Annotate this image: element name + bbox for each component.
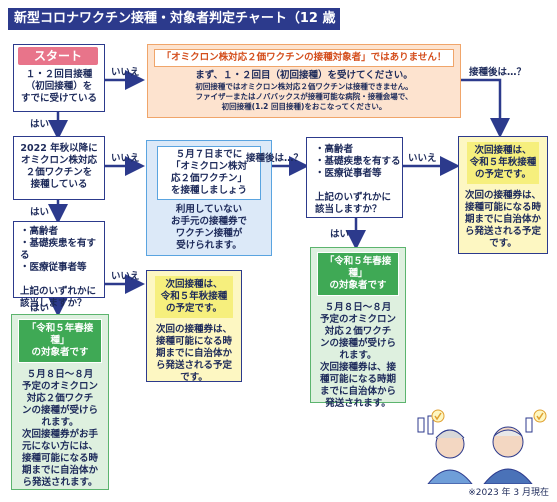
- question-4-box: ・高齢者 ・基礎疾患を有する ・医療従事者等 上記のいずれかに 該当しますか？: [306, 137, 403, 218]
- label-yes-3: はい: [30, 303, 50, 314]
- footnote: ※2023 年 3 月現在: [468, 488, 549, 498]
- spring-target-box-right: 「令和５年春接種」 の対象者です ５月８日～８月 予定のオミクロン 対応２価ワク…: [310, 247, 406, 409]
- spring-target-body-right: ５月８日～８月 予定のオミクロン 対応２価ワクチ ンの接種が受けら れます。 次…: [319, 302, 396, 409]
- start-label: スタート: [18, 47, 98, 65]
- spring-target-box-left: 「令和５年春接種」 の対象者です ５月８日～８月 予定のオミクロン 対応２価ワク…: [11, 314, 109, 490]
- vaccine-vial-icon: [417, 415, 533, 435]
- label-yes-2: はい: [30, 207, 50, 218]
- next-autumn-header-right: 次回接種は、 令和５年秋接種 の予定です。: [467, 142, 539, 184]
- label-yes-4: はい: [330, 229, 350, 240]
- spring-target-body-left: ５月８日～８月 予定のオミクロン 対応２価ワクチ ンの接種が受けら れます。 次…: [21, 369, 98, 488]
- vaccinate-by-may7-body: 利用していない お手元の接種券で ワクチン接種が 受けられます。: [170, 204, 247, 251]
- not-eligible-line2: 初回接種ではオミクロン株対応２価ワクチンは接種できません。 ファイザーまたはノバ…: [195, 82, 413, 111]
- not-eligible-box: 「オミクロン株対応２価ワクチンの接種対象者」ではありません！ まず、１・２回目（…: [147, 44, 461, 118]
- label-no-4: いいえ: [408, 153, 437, 164]
- label-no-2: いいえ: [111, 153, 140, 164]
- spring-target-header-left: 「令和５年春接種」 の対象者です: [18, 319, 102, 363]
- label-yes-1: はい: [30, 119, 50, 130]
- not-eligible-header: 「オミクロン株対応２価ワクチンの接種対象者」ではありません！: [154, 49, 454, 67]
- question-3-box: ・高齢者 ・基礎疾患を有する ・医療従事者等 上記のいずれかに 該当しますか？: [13, 221, 105, 309]
- next-autumn-body-right: 次回の接種券は、 接種可能になる時 期までに自治体か ら発送される予定 です。: [464, 190, 541, 249]
- elderly-woman-figure: [427, 429, 473, 484]
- next-autumn-body-mid: 次回の接種券は、 接種可能になる時 期までに自治体か ら発送される予定 です。: [155, 324, 232, 383]
- spring-target-header-right: 「令和５年春接種」 の対象者です: [317, 252, 399, 296]
- next-autumn-box-right: 次回接種は、 令和５年秋接種 の予定です。 次回の接種券は、 接種可能になる時 …: [458, 136, 548, 254]
- not-eligible-line1: まず、１・２回目（初回接種）を受けてください。: [195, 70, 413, 81]
- start-question-text: １・２回目接種 （初回接種）を すでに受けている: [20, 69, 98, 104]
- vaccinate-by-may7-header: ５月７日までに 「オミクロン株対 応２価ワクチン」 を接種しましょう: [157, 146, 261, 200]
- arrow-after-orange: [461, 78, 510, 138]
- elderly-man-figure: [483, 426, 533, 484]
- next-autumn-box-mid: 次回接種は、 令和５年秋接種 の予定です。 次回の接種券は、 接種可能になる時 …: [146, 270, 242, 383]
- vaccinate-by-may7-box: ５月７日までに 「オミクロン株対 応２価ワクチン」 を接種しましょう 利用してい…: [146, 140, 272, 256]
- next-autumn-header-mid: 次回接種は、 令和５年秋接種 の予定です。: [155, 276, 233, 318]
- label-no-3: いいえ: [111, 271, 140, 282]
- checkmark-icon: [431, 409, 547, 423]
- label-after-orange: 接種後は…？: [469, 67, 527, 78]
- label-no-1: いいえ: [111, 67, 140, 78]
- question-2-box: 2022 年秋以降に オミクロン株対応 ２価ワクチンを 接種している: [13, 136, 105, 200]
- label-after-blue: 接種後は…？: [246, 153, 304, 164]
- people-illustration: [417, 409, 547, 484]
- page-title: 新型コロナワクチン接種・対象者判定チャート（12 歳以上）: [8, 8, 340, 48]
